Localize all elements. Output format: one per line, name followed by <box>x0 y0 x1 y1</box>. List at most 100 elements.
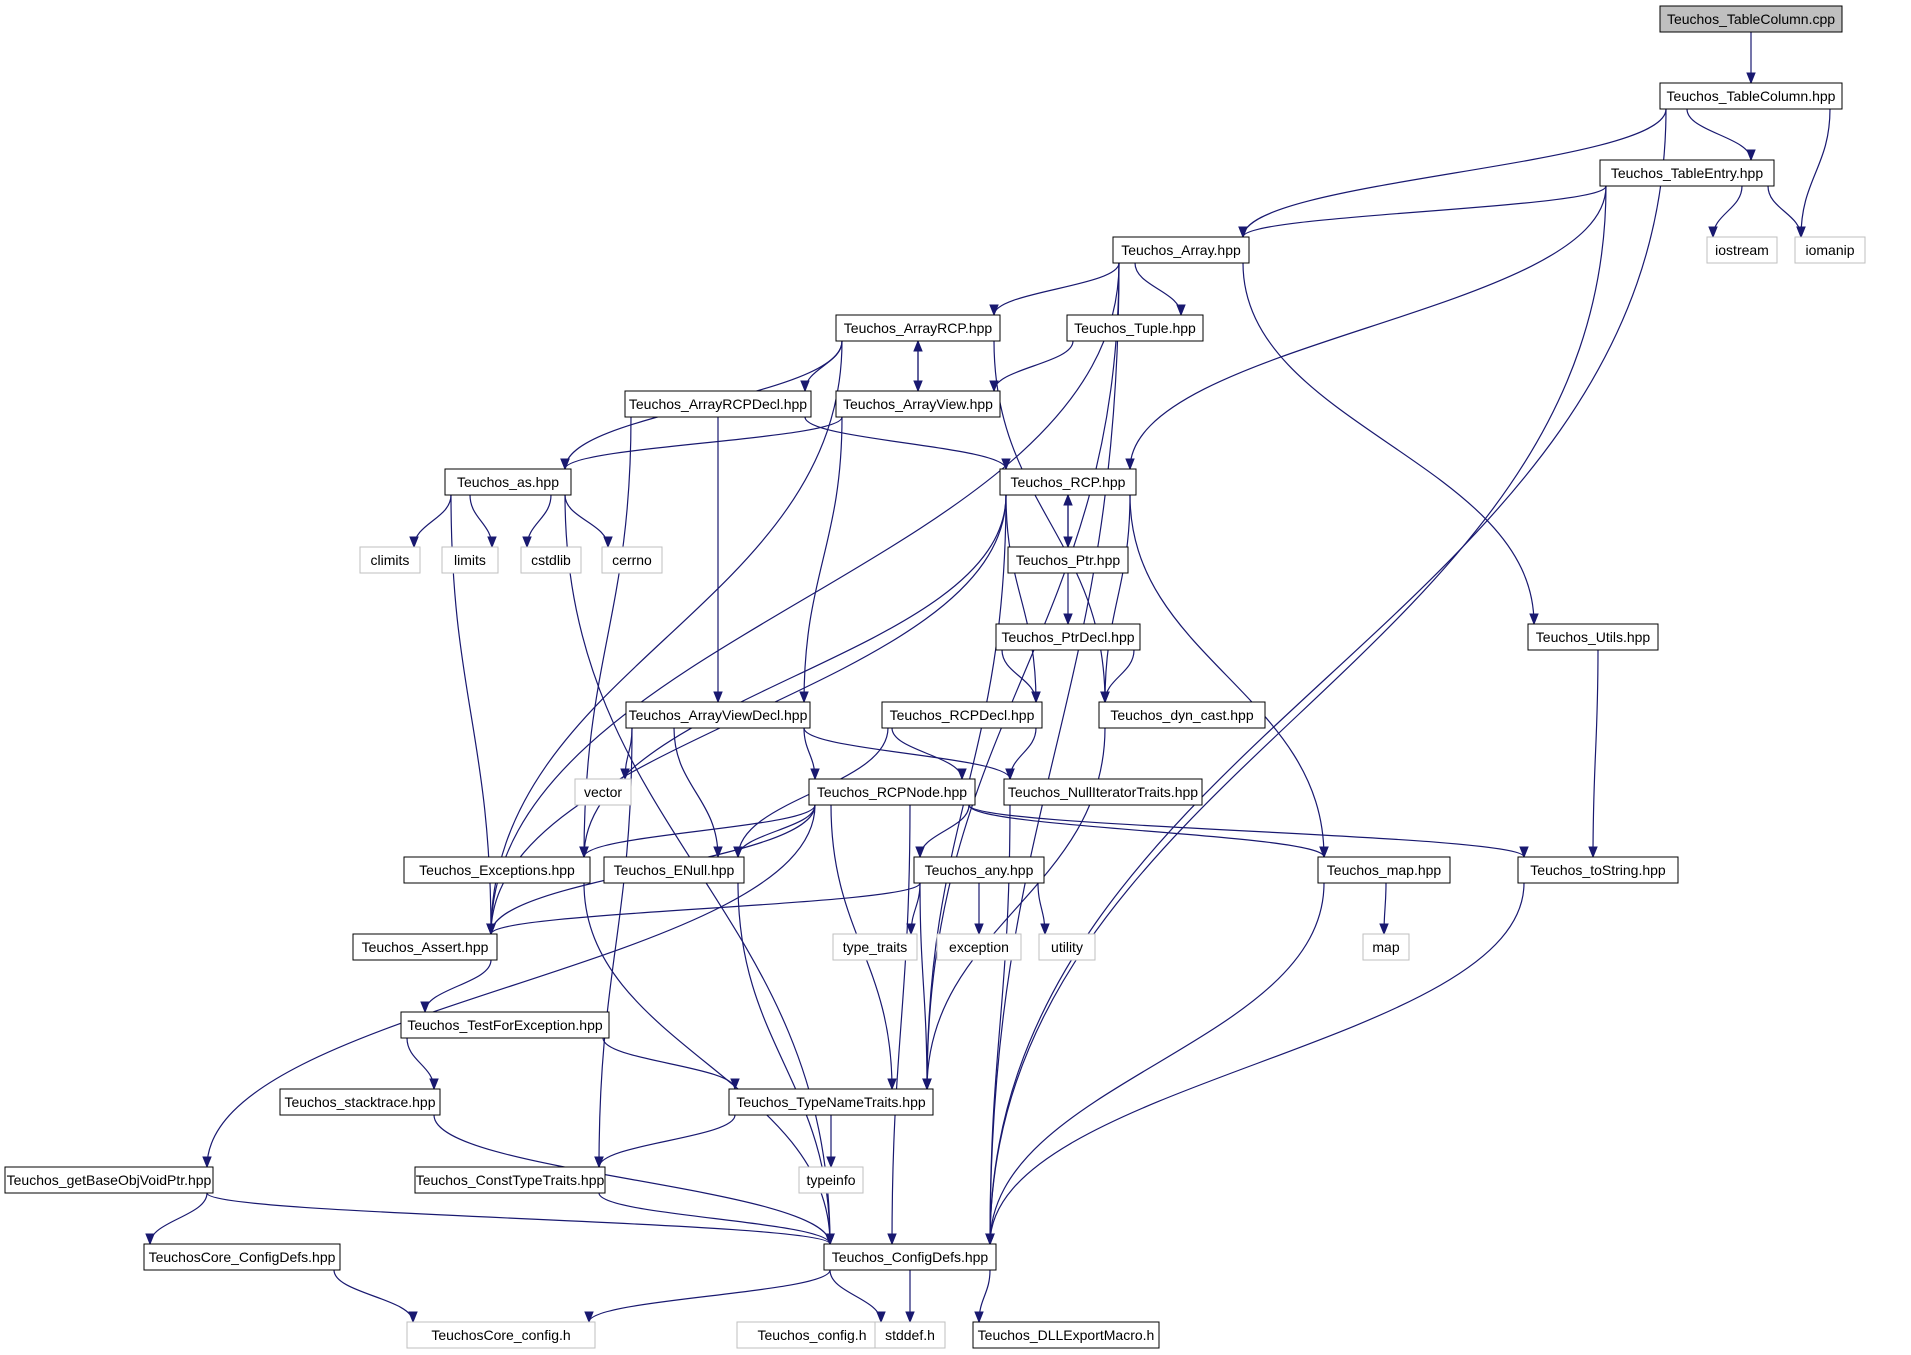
arrowhead-ArrayViewDecl-to-RCPNode <box>810 768 820 781</box>
arrowhead-TableEntry-to-Array <box>1238 226 1248 239</box>
arrowhead-TableEntry-to-iomanip <box>1796 226 1806 239</box>
node-dyn_cast[interactable]: Teuchos_dyn_cast.hpp <box>1098 701 1266 729</box>
node-box <box>406 1321 596 1349</box>
arrowhead-RCPNode-to-any <box>915 846 925 859</box>
node-label: climits <box>371 552 410 568</box>
node-ENull[interactable]: Teuchos_ENull.hpp <box>603 856 745 884</box>
node-any[interactable]: Teuchos_any.hpp <box>913 856 1045 884</box>
node-label: iostream <box>1715 242 1769 258</box>
arrowhead-TableColumn_hpp-to-TableEntry <box>1746 149 1756 162</box>
node-box <box>4 1166 214 1194</box>
node-Array[interactable]: Teuchos_Array.hpp <box>1112 236 1250 264</box>
node-ArrayViewDecl[interactable]: Teuchos_ArrayViewDecl.hpp <box>625 701 811 729</box>
edge-getBaseObj-to-CoreConfigDefs <box>149 1192 208 1245</box>
edge-TableColumn_hpp-to-ConfigDefs <box>989 108 1667 1245</box>
arrowhead-as-to-climits <box>409 536 419 549</box>
node-ConstTypeTraits[interactable]: Teuchos_ConstTypeTraits.hpp <box>414 1166 606 1194</box>
edge-Exceptions-to-ConfigDefs <box>583 882 831 1245</box>
node-TableEntry[interactable]: Teuchos_TableEntry.hpp <box>1599 159 1775 187</box>
edge-Array-to-Utils <box>1242 262 1535 625</box>
arrowhead-TypeNameTraits-to-ConstTypeTraits <box>594 1156 604 1169</box>
node-Assert[interactable]: Teuchos_Assert.hpp <box>352 933 498 961</box>
node-stacktrace[interactable]: Teuchos_stacktrace.hpp <box>279 1088 441 1116</box>
node-label: Teuchos_TableColumn.cpp <box>1667 11 1835 27</box>
node-ArrayRCP[interactable]: Teuchos_ArrayRCP.hpp <box>835 314 1001 342</box>
node-ArrayView[interactable]: Teuchos_ArrayView.hpp <box>835 390 1001 418</box>
arrowhead-as-to-limits <box>487 536 497 549</box>
node-Exceptions[interactable]: Teuchos_Exceptions.hpp <box>403 856 591 884</box>
node-label: TeuchosCore_ConfigDefs.hpp <box>149 1249 336 1265</box>
node-TypeNameTraits[interactable]: Teuchos_TypeNameTraits.hpp <box>728 1088 934 1116</box>
edge-RCPNode-to-map_hpp <box>968 804 1325 858</box>
node-Ptr[interactable]: Teuchos_Ptr.hpp <box>1007 546 1129 574</box>
node-box <box>1007 546 1129 574</box>
node-box <box>403 856 591 884</box>
node-label: Teuchos_PtrDecl.hpp <box>1001 629 1134 645</box>
node-CoreConfig_h: TeuchosCore_config.h <box>406 1321 596 1349</box>
node-TestForException[interactable]: Teuchos_TestForException.hpp <box>400 1011 610 1039</box>
edge-PtrDecl-to-dyn_cast <box>1104 649 1135 703</box>
arrowhead-TableEntry-to-RCP <box>1125 458 1135 471</box>
node-DLLExport[interactable]: Teuchos_DLLExportMacro.h <box>972 1321 1160 1349</box>
node-label: Teuchos_as.hpp <box>457 474 559 490</box>
node-box <box>1659 5 1843 33</box>
edge-Utils-to-toString <box>1592 649 1599 858</box>
node-ArrayRCPDecl[interactable]: Teuchos_ArrayRCPDecl.hpp <box>624 390 812 418</box>
arrowhead-CoreConfigDefs-to-CoreConfig_h <box>408 1311 418 1324</box>
edge-RCPDecl-to-RCPNode <box>891 727 963 780</box>
node-box <box>1599 159 1775 187</box>
edge-Assert-to-TestForException <box>424 959 492 1013</box>
node-label: exception <box>949 939 1009 955</box>
node-toString[interactable]: Teuchos_toString.hpp <box>1517 856 1679 884</box>
node-type_traits: type_traits <box>832 933 918 961</box>
arrowhead-RCPNode-to-TypeNameTraits <box>887 1078 897 1091</box>
node-box <box>936 933 1022 961</box>
node-CoreConfigDefs[interactable]: TeuchosCore_ConfigDefs.hpp <box>143 1243 341 1271</box>
edge-TestForException-to-stacktrace <box>406 1037 435 1090</box>
node-Tuple[interactable]: Teuchos_Tuple.hpp <box>1066 314 1204 342</box>
edge-map_hpp-to-ConfigDefs <box>989 882 1325 1245</box>
node-label: Teuchos_NullIteratorTraits.hpp <box>1008 784 1198 800</box>
edge-RCP-to-RCPDecl <box>1005 494 1037 703</box>
node-label: Teuchos_DLLExportMacro.h <box>978 1327 1155 1343</box>
edge-ArrayViewDecl-to-ENull <box>673 727 719 858</box>
arrowhead-PtrDecl-to-dyn_cast <box>1100 691 1110 704</box>
node-ConfigDefs[interactable]: Teuchos_ConfigDefs.hpp <box>823 1243 997 1271</box>
node-utility: utility <box>1038 933 1096 961</box>
arrowhead-RCPNode-to-map_hpp <box>1319 846 1329 859</box>
node-NullIter[interactable]: Teuchos_NullIteratorTraits.hpp <box>1003 778 1203 806</box>
node-TableColumn_cpp[interactable]: Teuchos_TableColumn.cpp <box>1659 5 1843 33</box>
arrowhead-ConfigDefs-to-config_h <box>876 1311 886 1324</box>
node-RCPDecl[interactable]: Teuchos_RCPDecl.hpp <box>881 701 1043 729</box>
node-label: Teuchos_ArrayRCP.hpp <box>844 320 993 336</box>
arrowhead-TableColumn_cpp-to-TableColumn_hpp <box>1746 72 1756 85</box>
node-getBaseObj[interactable]: Teuchos_getBaseObjVoidPtr.hpp <box>4 1166 214 1194</box>
edge-TableColumn_hpp-to-iomanip <box>1800 108 1831 238</box>
edge-TableEntry-to-Array <box>1242 185 1607 238</box>
edges-layer <box>145 32 1831 1324</box>
node-label: Teuchos_ConstTypeTraits.hpp <box>416 1172 605 1188</box>
node-box <box>359 546 421 574</box>
node-TableColumn_hpp[interactable]: Teuchos_TableColumn.hpp <box>1659 82 1843 110</box>
arrowhead-map_hpp-to-map <box>1379 923 1389 936</box>
node-box <box>603 856 745 884</box>
node-config_h: Teuchos_config.h <box>736 1321 888 1349</box>
node-RCPNode[interactable]: Teuchos_RCPNode.hpp <box>808 778 976 806</box>
edge-ArrayRCP-to-Assert <box>490 340 843 935</box>
arrowhead-Array-to-Tuple <box>1176 304 1186 317</box>
node-label: Teuchos_ENull.hpp <box>614 862 735 878</box>
arrowhead-ArrayRCP-to-ArrayRCPDecl <box>800 380 810 393</box>
node-label: typeinfo <box>806 1172 855 1188</box>
node-RCP[interactable]: Teuchos_RCP.hpp <box>999 468 1137 496</box>
arrowhead-ConfigDefs-to-CoreConfig_h <box>584 1311 594 1324</box>
node-Utils[interactable]: Teuchos_Utils.hpp <box>1527 623 1659 651</box>
node-as[interactable]: Teuchos_as.hpp <box>444 468 572 496</box>
node-map_hpp[interactable]: Teuchos_map.hpp <box>1317 856 1451 884</box>
arrowhead-TableEntry-to-iostream <box>1708 226 1718 239</box>
edge-Tuple-to-ArrayView <box>993 340 1074 392</box>
node-map: map <box>1362 933 1410 961</box>
arrowhead-RCPNode-to-getBaseObj <box>202 1156 212 1169</box>
edge-TestForException-to-TypeNameTraits <box>602 1037 736 1090</box>
node-PtrDecl[interactable]: Teuchos_PtrDecl.hpp <box>995 623 1141 651</box>
node-box <box>279 1088 441 1116</box>
